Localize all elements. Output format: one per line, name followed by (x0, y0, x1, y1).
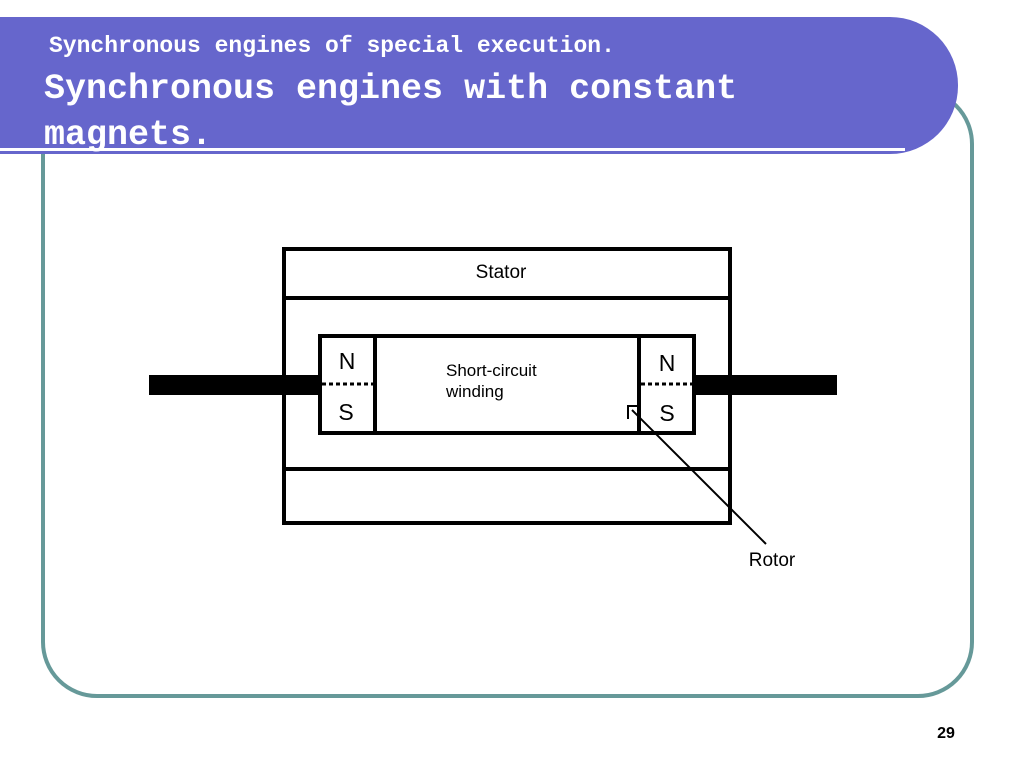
winding-label-line1: Short-circuit (446, 361, 537, 380)
shaft-left (149, 375, 321, 395)
stator-label: Stator (476, 262, 527, 283)
page-number: 29 (937, 725, 955, 742)
slide-subtitle: Synchronous engines of special execution… (49, 33, 615, 59)
magnet-left-south-label: S (338, 399, 353, 425)
rotor-pointer-arrowhead (627, 405, 641, 419)
rotor (318, 334, 696, 435)
magnet-left-north-label: N (339, 348, 356, 374)
rotor-pointer-line (631, 409, 767, 545)
winding-label-line2: winding (445, 382, 504, 401)
winding-box (373, 334, 641, 435)
shaft-right (692, 375, 837, 395)
title-banner: Synchronous engines of special execution… (0, 17, 958, 155)
title-underline (0, 148, 905, 151)
rotor-label: Rotor (749, 550, 796, 571)
magnet-right-north-label: N (659, 350, 676, 376)
slide-title: Synchronous engines with constant magnet… (44, 69, 738, 155)
magnet-right-south-label: S (659, 400, 674, 426)
